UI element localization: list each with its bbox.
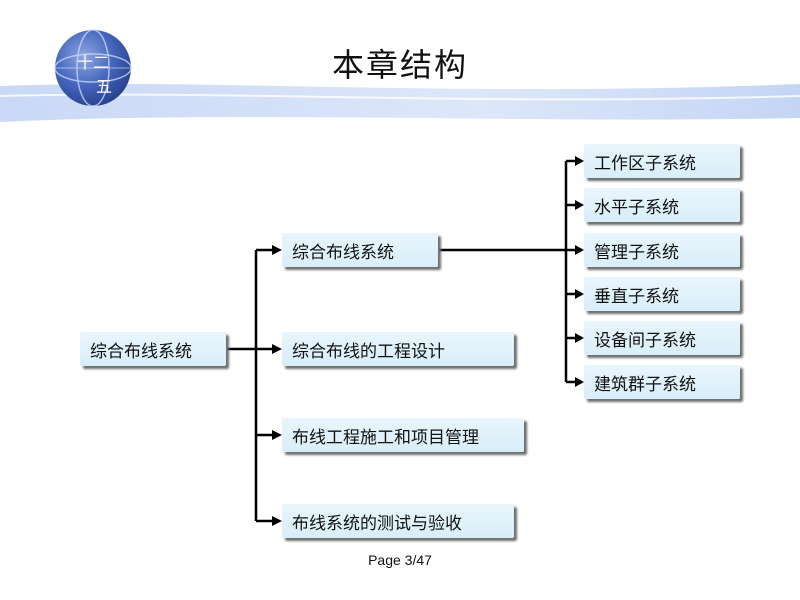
page-number: Page 3/47 [368,552,432,568]
subsystem-campus[interactable]: 建筑群子系统 [584,365,740,399]
chapter-node-testing-acceptance[interactable]: 布线系统的测试与验收 [282,504,514,538]
chapter-node-structured-cabling[interactable]: 综合布线系统 [282,233,438,267]
subsystem-administration[interactable]: 管理子系统 [584,233,740,267]
subsystem-vertical[interactable]: 垂直子系统 [584,277,740,311]
subsystem-equipment-room[interactable]: 设备间子系统 [584,321,740,355]
slide-title: 本章结构 [331,46,468,84]
subsystem-work-area[interactable]: 工作区子系统 [584,144,740,178]
chapter-node-construction-management[interactable]: 布线工程施工和项目管理 [282,418,524,452]
logo-text-top: 十二 [77,53,109,72]
logo-text-bottom: 五 [96,77,112,96]
root-node[interactable]: 综合布线系统 [80,332,226,366]
subsystem-horizontal[interactable]: 水平子系统 [584,188,740,222]
chapter-node-engineering-design[interactable]: 综合布线的工程设计 [282,332,514,366]
globe-logo: 十二 五 [54,29,132,107]
